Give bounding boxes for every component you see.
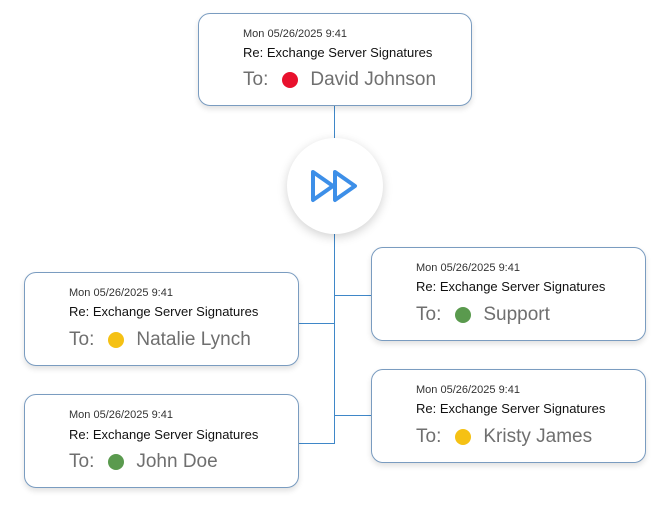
to-label: To: <box>69 451 95 472</box>
recipient-row: To: Kristy James <box>416 426 592 448</box>
email-date: Mon 05/26/2025 9:41 <box>416 384 520 396</box>
recipient-name: Natalie Lynch <box>136 329 251 350</box>
recipient-row: To: Natalie Lynch <box>69 329 251 351</box>
fast-forward-icon <box>311 170 357 202</box>
connector-right-bottom <box>334 415 372 416</box>
status-dot-yellow <box>455 429 472 445</box>
to-label: To: <box>416 304 442 325</box>
connector-top <box>334 105 335 139</box>
connector-left-bottom <box>298 443 335 444</box>
status-dot-green <box>455 307 472 323</box>
email-date: Mon 05/26/2025 9:41 <box>416 262 520 274</box>
recipient-name: Kristy James <box>483 426 593 447</box>
email-subject: Re: Exchange Server Signatures <box>69 304 259 319</box>
email-card-top[interactable]: Mon 05/26/2025 9:41 Re: Exchange Server … <box>198 13 472 106</box>
to-label: To: <box>416 426 442 447</box>
recipient-row: To: David Johnson <box>243 69 436 91</box>
email-subject: Re: Exchange Server Signatures <box>69 427 259 442</box>
email-date: Mon 05/26/2025 9:41 <box>69 409 173 421</box>
recipient-row: To: Support <box>416 304 550 326</box>
connector-left-top <box>298 323 335 324</box>
email-date: Mon 05/26/2025 9:41 <box>243 28 347 40</box>
forward-hub[interactable] <box>287 138 383 234</box>
email-card-right-bottom[interactable]: Mon 05/26/2025 9:41 Re: Exchange Server … <box>371 369 646 463</box>
recipient-name: John Doe <box>136 451 218 472</box>
email-subject: Re: Exchange Server Signatures <box>243 45 433 60</box>
connector-trunk <box>334 233 335 444</box>
email-date: Mon 05/26/2025 9:41 <box>69 287 173 299</box>
connector-right-top <box>334 295 372 296</box>
to-label: To: <box>243 69 269 90</box>
to-label: To: <box>69 329 95 350</box>
email-card-right-top[interactable]: Mon 05/26/2025 9:41 Re: Exchange Server … <box>371 247 646 341</box>
status-dot-green <box>108 454 125 470</box>
recipient-name: David Johnson <box>310 69 437 90</box>
email-subject: Re: Exchange Server Signatures <box>416 401 606 416</box>
recipient-row: To: John Doe <box>69 451 218 473</box>
email-card-left-top[interactable]: Mon 05/26/2025 9:41 Re: Exchange Server … <box>24 272 299 366</box>
email-subject: Re: Exchange Server Signatures <box>416 279 606 294</box>
status-dot-yellow <box>108 332 125 348</box>
email-card-left-bottom[interactable]: Mon 05/26/2025 9:41 Re: Exchange Server … <box>24 394 299 488</box>
status-dot-red <box>282 72 299 88</box>
recipient-name: Support <box>483 304 550 325</box>
